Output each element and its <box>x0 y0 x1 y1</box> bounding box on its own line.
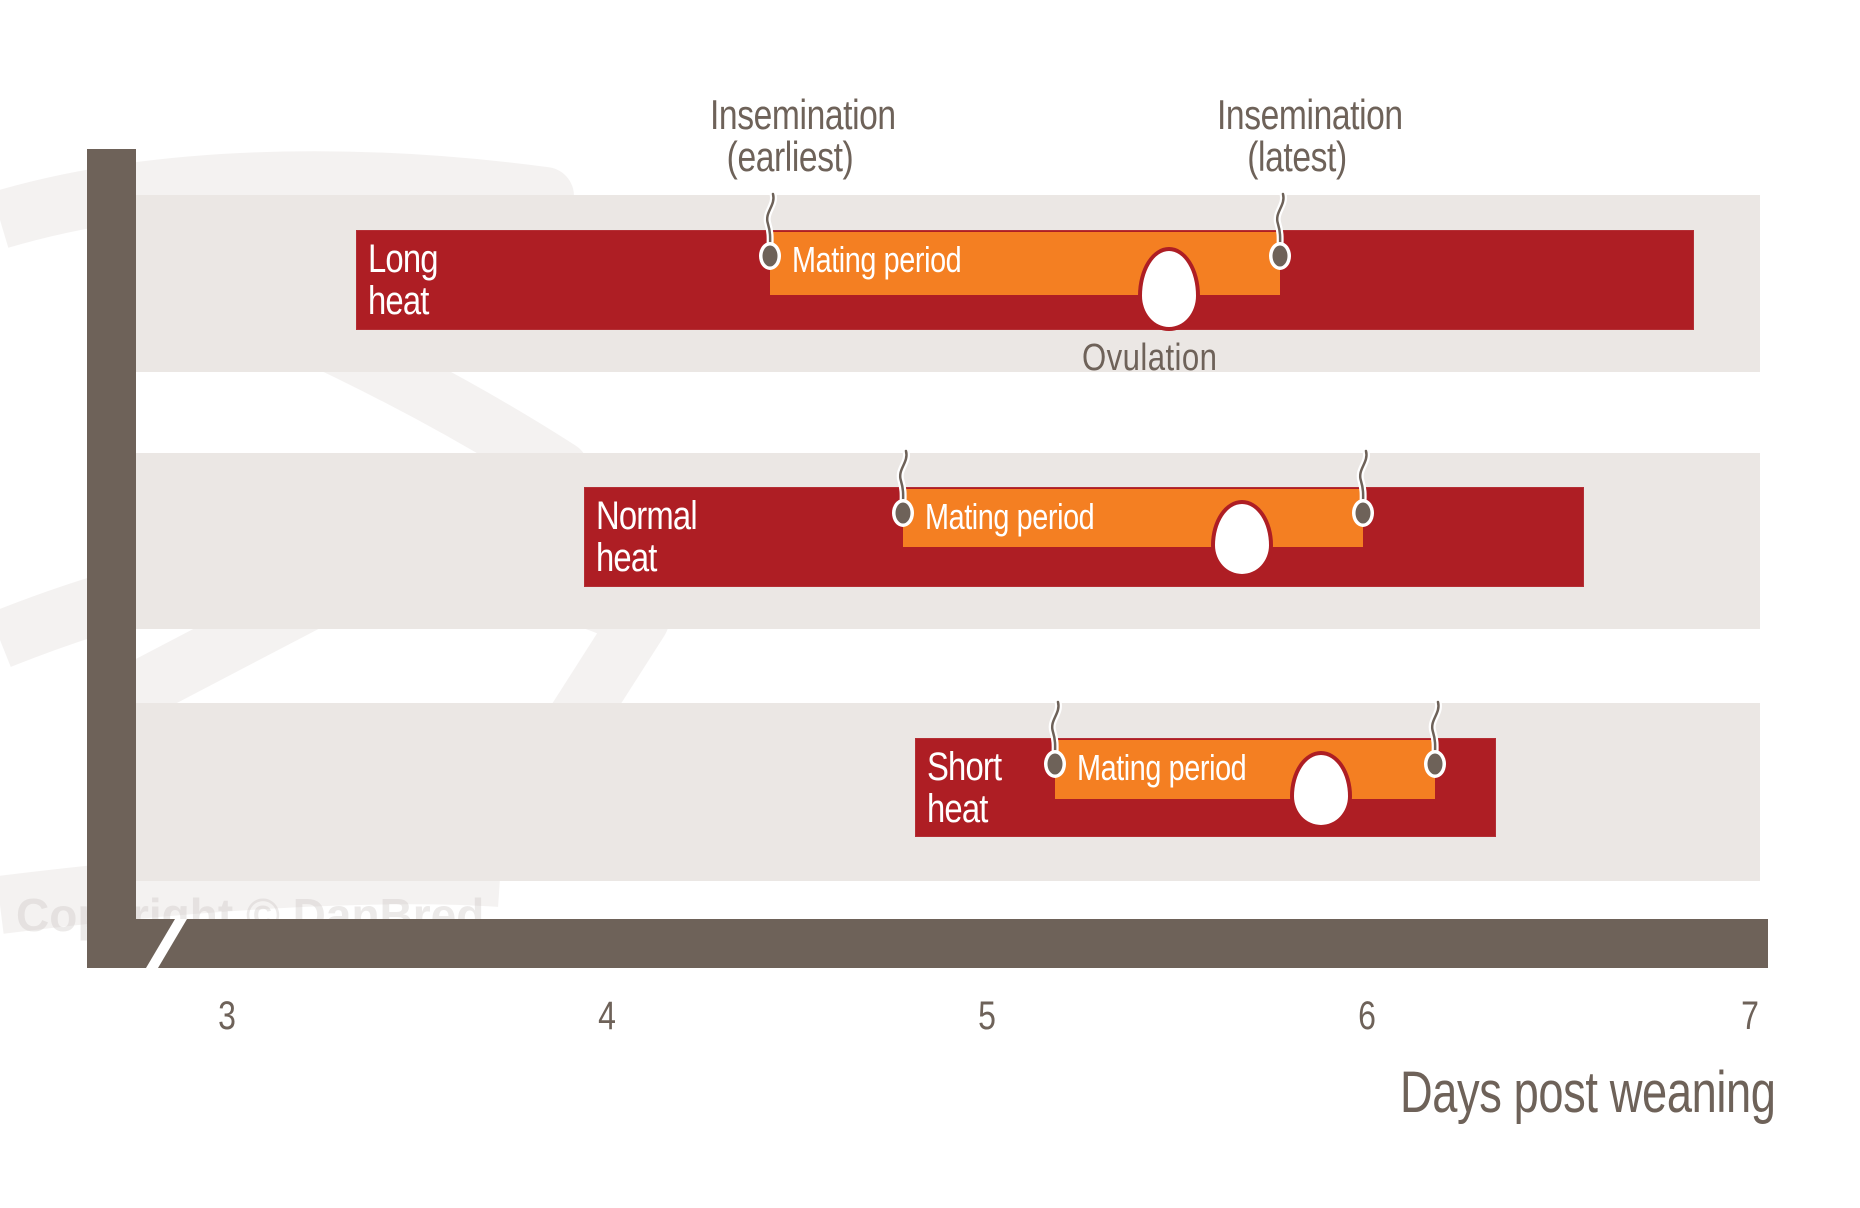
x-tick-3: 3 <box>218 994 236 1038</box>
sperm-icon-latest <box>1268 192 1291 270</box>
mating-period-bar-normal-heat <box>903 489 1364 547</box>
ovulation-egg-icon <box>1138 247 1201 331</box>
x-tick-6: 6 <box>1358 994 1376 1038</box>
sperm-icon-latest <box>1424 700 1447 778</box>
insemination-earliest-line1: Insemination <box>710 91 896 138</box>
insemination-latest-label: Insemination (latest) <box>1217 91 1403 180</box>
ovulation-egg-icon <box>1290 751 1353 829</box>
ovulation-egg-icon <box>1210 500 1273 578</box>
insemination-latest-line1: Insemination <box>1217 91 1403 138</box>
heat-label-line2: heat <box>368 279 429 323</box>
x-tick-4: 4 <box>598 994 616 1038</box>
heat-label-line1: Short <box>926 745 1002 789</box>
x-axis-bar <box>87 919 1768 968</box>
insemination-latest-line2: (latest) <box>1247 133 1347 180</box>
insemination-earliest-line2: (earliest) <box>726 133 854 180</box>
sperm-icon-latest <box>1352 449 1375 527</box>
heat-label-line1: Long <box>368 237 439 281</box>
insemination-earliest-label: Insemination (earliest) <box>710 91 896 180</box>
x-axis-title: Days post weaning <box>1400 1060 1776 1125</box>
sperm-icon-earliest <box>759 192 782 270</box>
mating-period-label: Mating period <box>792 239 962 280</box>
mating-period-label: Mating period <box>1077 747 1247 788</box>
x-tick-7: 7 <box>1741 994 1759 1038</box>
x-tick-5: 5 <box>978 994 996 1038</box>
heat-label-line2: heat <box>926 787 988 831</box>
sperm-icon-earliest <box>1044 700 1067 778</box>
sperm-icon-earliest <box>892 449 915 527</box>
heat-label-line2: heat <box>596 536 657 580</box>
heat-label-line1: Normal <box>596 494 698 538</box>
mating-period-bar-short-heat <box>1055 740 1436 799</box>
y-axis-bar <box>87 149 136 968</box>
ovulation-label: Ovulation <box>1082 338 1218 372</box>
mating-period-label: Mating period <box>925 496 1095 537</box>
